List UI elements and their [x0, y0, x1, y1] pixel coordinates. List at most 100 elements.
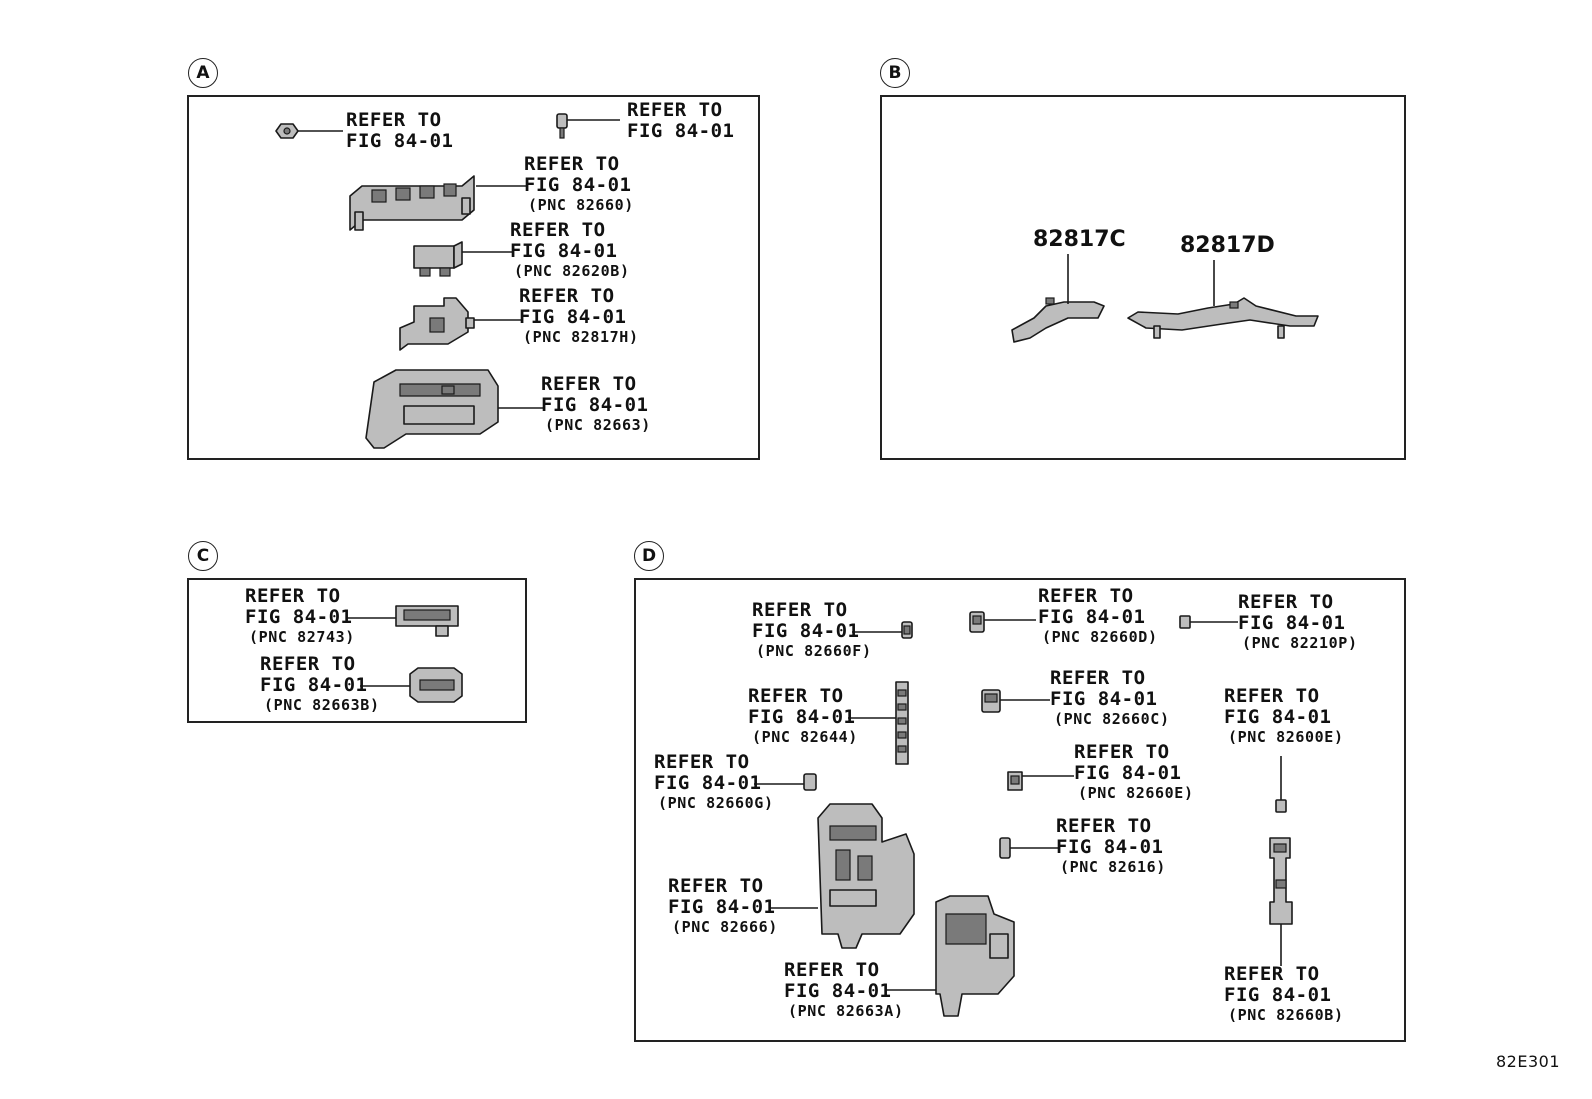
panel-b — [880, 95, 1406, 460]
fig-ref[interactable]: FIG 84-01 — [668, 896, 776, 918]
refer-text: REFER TO — [1074, 741, 1170, 763]
refer-text: REFER TO — [260, 653, 356, 675]
pnc-label: (PNC 82663B) — [264, 696, 380, 714]
pnc-label: (PNC 82620B) — [514, 262, 630, 280]
part-82660f — [901, 621, 913, 639]
pnc-label: (PNC 82616) — [1060, 858, 1166, 876]
part-82210p — [1179, 615, 1191, 629]
callout-c2: REFER TO FIG 84-01 (PNC 82663B) — [260, 654, 380, 715]
fig-ref[interactable]: FIG 84-01 — [519, 306, 627, 328]
pnc-label: (PNC 82663) — [545, 416, 651, 434]
part-82666 — [817, 803, 915, 949]
wire-harness-82817d — [1127, 297, 1319, 339]
fig-ref[interactable]: FIG 84-01 — [245, 606, 353, 628]
relay-block-part — [413, 241, 463, 277]
part-82660d — [969, 611, 985, 633]
pnc-label: (PNC 82666) — [672, 918, 778, 936]
fig-ref[interactable]: FIG 84-01 — [1038, 606, 1146, 628]
refer-text: REFER TO — [1224, 685, 1320, 707]
pnc-label: (PNC 82210P) — [1242, 634, 1358, 652]
refer-text: REFER TO — [541, 373, 637, 395]
pnc-label: (PNC 82817H) — [523, 328, 639, 346]
fig-ref[interactable]: FIG 84-01 — [510, 240, 618, 262]
figure-code: 82E301 — [1495, 1052, 1560, 1071]
fig-ref[interactable]: FIG 84-01 — [748, 706, 856, 728]
part-number-82817d[interactable]: 82817D — [1180, 233, 1275, 258]
refer-text: REFER TO — [1050, 667, 1146, 689]
pnc-label: (PNC 82600E) — [1228, 728, 1344, 746]
panel-d — [634, 578, 1406, 1042]
callout-a6: REFER TO FIG 84-01 (PNC 82663) — [541, 374, 651, 435]
callout-d2: REFER TO FIG 84-01 (PNC 82660D) — [1038, 586, 1158, 647]
fig-ref[interactable]: FIG 84-01 — [524, 174, 632, 196]
refer-text: REFER TO — [519, 285, 615, 307]
fig-ref[interactable]: FIG 84-01 — [1224, 984, 1332, 1006]
part-82660b — [1269, 837, 1293, 925]
callout-a4: REFER TO FIG 84-01 (PNC 82620B) — [510, 220, 630, 281]
pnc-label: (PNC 82660G) — [658, 794, 774, 812]
panel-c — [187, 578, 527, 723]
pnc-label: (PNC 82644) — [752, 728, 858, 746]
fig-ref[interactable]: FIG 84-01 — [752, 620, 860, 642]
pnc-label: (PNC 82660B) — [1228, 1006, 1344, 1024]
refer-text: REFER TO — [1038, 585, 1134, 607]
callout-a1: REFER TO FIG 84-01 — [346, 110, 453, 152]
callout-d5: REFER TO FIG 84-01 (PNC 82660C) — [1050, 668, 1170, 729]
fig-ref[interactable]: FIG 84-01 — [654, 772, 762, 794]
fig-ref[interactable]: FIG 84-01 — [784, 980, 892, 1002]
refer-text: REFER TO — [524, 153, 620, 175]
callout-d10: REFER TO FIG 84-01 (PNC 82666) — [668, 876, 778, 937]
refer-text: REFER TO — [784, 959, 880, 981]
refer-text: REFER TO — [1224, 963, 1320, 985]
fig-ref[interactable]: FIG 84-01 — [1050, 688, 1158, 710]
fig-ref[interactable]: FIG 84-01 — [346, 130, 454, 152]
part-82663a — [935, 895, 1015, 1017]
panel-a-letter: A — [188, 58, 218, 88]
refer-text: REFER TO — [1238, 591, 1334, 613]
refer-text: REFER TO — [245, 585, 341, 607]
callout-d8: REFER TO FIG 84-01 (PNC 82660E) — [1074, 742, 1194, 803]
connector-82663b-part — [409, 667, 463, 703]
callout-d3: REFER TO FIG 84-01 (PNC 82210P) — [1238, 592, 1358, 653]
part-82616 — [999, 837, 1011, 859]
panel-c-letter: C — [188, 541, 218, 571]
pnc-label: (PNC 82660D) — [1042, 628, 1158, 646]
fig-ref[interactable]: FIG 84-01 — [260, 674, 368, 696]
callout-a5: REFER TO FIG 84-01 (PNC 82817H) — [519, 286, 639, 347]
callout-d4: REFER TO FIG 84-01 (PNC 82644) — [748, 686, 858, 747]
wire-harness-82817c — [1011, 297, 1105, 343]
fig-ref[interactable]: FIG 84-01 — [1238, 612, 1346, 634]
callout-d9: REFER TO FIG 84-01 (PNC 82616) — [1056, 816, 1166, 877]
pnc-label: (PNC 82663A) — [788, 1002, 904, 1020]
refer-text: REFER TO — [510, 219, 606, 241]
part-82660g — [803, 773, 817, 791]
pnc-label: (PNC 82660F) — [756, 642, 872, 660]
callout-c1: REFER TO FIG 84-01 (PNC 82743) — [245, 586, 355, 647]
fig-ref[interactable]: FIG 84-01 — [1224, 706, 1332, 728]
callout-d11: REFER TO FIG 84-01 (PNC 82663A) — [784, 960, 904, 1021]
callout-a3: REFER TO FIG 84-01 (PNC 82660) — [524, 154, 634, 215]
panel-a — [187, 95, 760, 460]
pnc-label: (PNC 82660) — [528, 196, 634, 214]
part-number-82817c[interactable]: 82817C — [1033, 227, 1126, 252]
refer-text: REFER TO — [748, 685, 844, 707]
fig-ref[interactable]: FIG 84-01 — [627, 120, 735, 142]
panel-d-letter: D — [634, 541, 664, 571]
part-82660c — [981, 689, 1001, 713]
refer-text: REFER TO — [346, 109, 442, 131]
cover-part — [365, 369, 499, 449]
fig-ref[interactable]: FIG 84-01 — [541, 394, 649, 416]
refer-text: REFER TO — [654, 751, 750, 773]
connector-82743-part — [395, 605, 459, 637]
pnc-label: (PNC 82743) — [249, 628, 355, 646]
junction-block-part — [349, 175, 475, 231]
part-82644 — [895, 681, 909, 765]
panel-b-letter: B — [880, 58, 910, 88]
refer-text: REFER TO — [1056, 815, 1152, 837]
callout-a2: REFER TO FIG 84-01 — [627, 100, 734, 142]
callout-d6: REFER TO FIG 84-01 (PNC 82600E) — [1224, 686, 1344, 747]
callout-d7: REFER TO FIG 84-01 (PNC 82660G) — [654, 752, 774, 813]
fig-ref[interactable]: FIG 84-01 — [1074, 762, 1182, 784]
fig-ref[interactable]: FIG 84-01 — [1056, 836, 1164, 858]
